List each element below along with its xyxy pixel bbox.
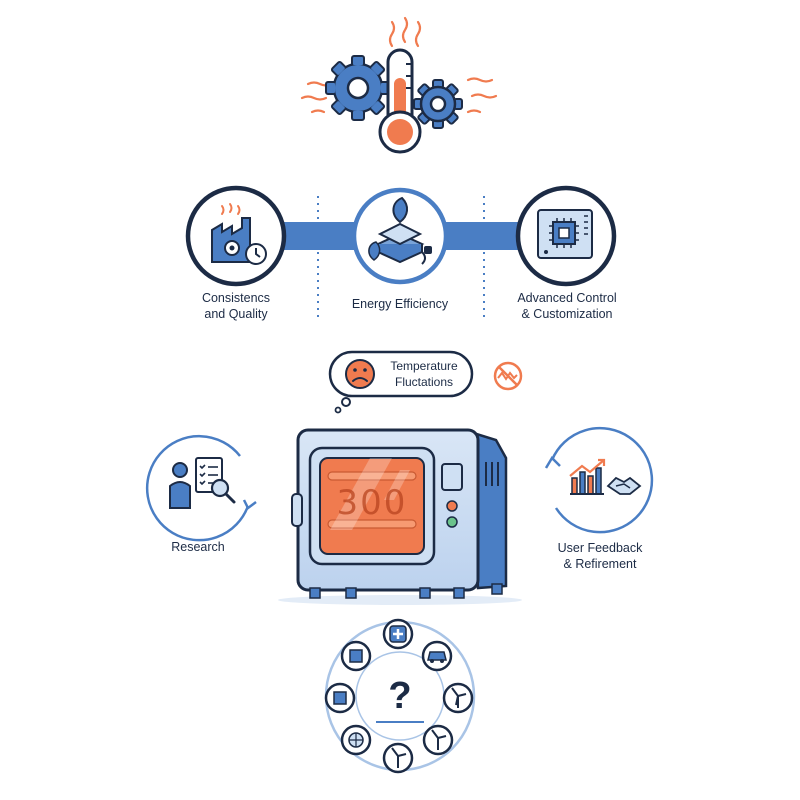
feature-label-line: & Customization (521, 307, 613, 321)
feature-label-control: Advanced Control & Customization (496, 290, 638, 322)
feature-label-consistency: Consistencs and Quality (176, 290, 296, 322)
medical-cross-icon (382, 618, 414, 650)
wind-turbine-icon (382, 742, 414, 774)
problem-label-line: Temperature (390, 359, 458, 373)
oven-temperature-display: 300 (336, 483, 408, 523)
chart-handshake-icon (544, 426, 654, 534)
feature-connector-bars (282, 196, 520, 322)
feature-label-line: Advanced Control (517, 291, 617, 305)
problem-label: Temperature Fluctations (378, 358, 470, 390)
process-label-feedback: User Feedback & Refirement (540, 540, 660, 572)
no-fluctuation-icon (493, 361, 523, 391)
target-icon (340, 724, 372, 756)
chip-icon (324, 682, 356, 714)
question-mark-icon: ? (388, 675, 411, 717)
car-icon (421, 640, 453, 672)
wind-turbine-icon (442, 682, 474, 714)
factory-gear-clock-icon (185, 185, 287, 287)
process-label-line: & Refirement (563, 557, 637, 571)
sad-face-icon (345, 359, 375, 389)
feature-label-energy: Energy Efficiency (351, 297, 449, 311)
feature-label-line: and Quality (204, 307, 268, 321)
process-label-research: Research (171, 540, 225, 554)
chip-icon (340, 640, 372, 672)
person-checklist-magnifier-icon (145, 434, 257, 542)
feature-label-line: Consistencs (201, 291, 271, 305)
problem-label-line: Fluctations (394, 375, 454, 389)
thermometer-gears-icon (300, 16, 498, 154)
wind-turbine-icon (422, 724, 454, 756)
process-label-line: User Feedback (557, 541, 643, 555)
chip-panel-icon (515, 185, 617, 287)
leaf-layers-plug-icon (351, 187, 449, 285)
oven-illustration (278, 428, 522, 605)
